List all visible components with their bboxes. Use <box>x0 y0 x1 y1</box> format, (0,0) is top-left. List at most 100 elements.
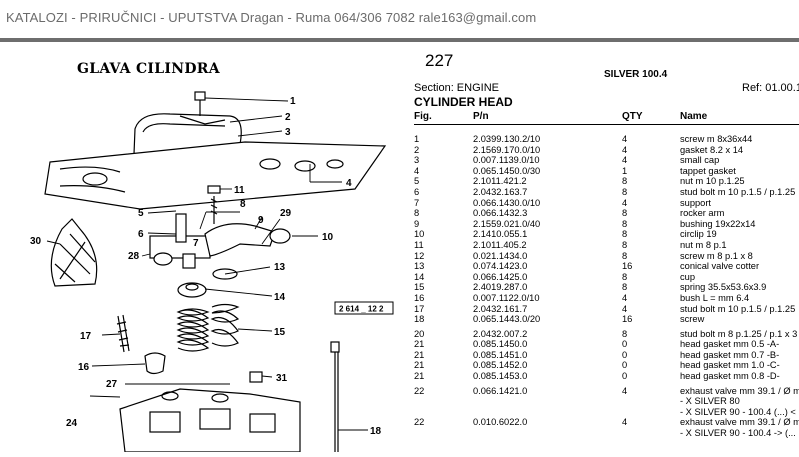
parts-table-header: Fig. P/n QTY Name <box>414 110 799 125</box>
callout-16: 16 <box>78 362 90 373</box>
nut-stud-drawing <box>207 185 221 224</box>
diagram-title: GLAVA CILINDRA <box>77 61 220 77</box>
cell-name: gasket 8.2 x 14 <box>680 144 744 155</box>
cell-name: conical valve cotter <box>680 261 760 272</box>
callout-24: 24 <box>66 418 78 429</box>
cell-fig: 20 <box>414 328 425 339</box>
cell-qty: 8 <box>622 218 628 229</box>
section-title: CYLINDER HEAD <box>414 95 513 109</box>
nut-drawing <box>249 371 263 383</box>
cell-name: support <box>680 197 712 208</box>
rocker-assembly-drawing <box>149 213 291 269</box>
cell-part-number: 2.0399.130.2/10 <box>473 134 541 144</box>
reference-label: Ref: 01.00.1 <box>742 82 799 94</box>
cell-fig: 12 <box>414 250 425 261</box>
cell-name: head gasket mm 0.8 -D- <box>680 371 780 382</box>
section-label: Section: ENGINE <box>414 82 499 94</box>
head-gasket-drawing <box>44 141 387 210</box>
table-row-note: - X SILVER 90 - 100.4 (...) < <box>414 407 799 418</box>
screw-drawing <box>194 91 206 116</box>
cell-name: stud bolt m 8 p.1.25 / p.1 x 3 <box>680 328 798 339</box>
table-row-note: - X SILVER 90 - 100.4 -> (... <box>414 428 799 439</box>
cell-qty: 4 <box>622 134 628 144</box>
cell-note: - X SILVER 90 - 100.4 -> (... <box>680 428 796 439</box>
table-row: 15 2.4019.287.0 8 spring 35.5x53.6x3.9 <box>414 282 799 293</box>
cell-fig: 22 <box>414 417 425 428</box>
cell-qty: 8 <box>622 282 628 293</box>
cell-name: rocker arm <box>680 208 725 219</box>
cell-qty: 1 <box>622 165 628 176</box>
table-row-note: - X SILVER 80 <box>414 396 799 407</box>
exploded-parts-diagram: 2 614 _ 12 2 <box>0 84 400 453</box>
cell-note: - X SILVER 80 <box>680 396 740 407</box>
long-screw-drawing <box>330 341 340 452</box>
table-row: 20 2.0432.007.2 8 stud bolt m 8 p.1.25 / p.… <box>414 329 799 340</box>
cell-part-number: 0.085.1452.0 <box>473 360 528 371</box>
cell-qty: 16 <box>622 314 633 325</box>
cell-fig: 14 <box>414 271 425 282</box>
cell-fig: 10 <box>414 229 425 240</box>
cell-fig: 11 <box>414 239 424 250</box>
cell-part-number: 2.0432.007.2 <box>473 328 528 339</box>
cell-fig: 13 <box>414 261 425 272</box>
cell-qty: 4 <box>622 197 628 208</box>
cell-fig: 21 <box>414 349 425 360</box>
cell-part-number: 0.065.1443.0/20 <box>473 314 541 325</box>
cell-part-number: 2.0432.163.7 <box>473 186 528 197</box>
cell-part-number: 0.085.1450.0 <box>473 339 528 350</box>
cell-fig: 2 <box>414 144 420 155</box>
cell-qty: 8 <box>622 271 628 282</box>
cell-name: stud bolt m 10 p.1.5 / p.1.25 <box>680 186 796 197</box>
cell-part-number: 0.066.1421.0 <box>473 385 528 396</box>
cell-name: screw m 8 p.1 x 8 <box>680 250 753 261</box>
cell-qty: 0 <box>622 349 628 360</box>
cell-note: - X SILVER 90 - 100.4 (...) < <box>680 406 796 417</box>
cell-part-number: 0.065.1450.0/30 <box>473 165 541 176</box>
cell-qty: 4 <box>622 155 628 166</box>
cell-fig: 3 <box>414 155 420 166</box>
cell-name: bushing 19x22x14 <box>680 218 756 229</box>
callout-27: 27 <box>106 379 118 390</box>
page-number: 227 <box>425 51 454 70</box>
cell-part-number: 2.0432.161.7 <box>473 303 528 314</box>
cell-part-number: 0.066.1425.0 <box>473 271 528 282</box>
cell-fig: 16 <box>414 292 425 303</box>
header-part-number: P/n <box>473 111 489 122</box>
cell-fig: 22 <box>414 385 425 396</box>
callout-31: 31 <box>276 373 288 384</box>
callout-3: 3 <box>285 127 291 138</box>
cell-qty: 8 <box>622 328 628 339</box>
cell-qty: 4 <box>622 385 628 396</box>
callout-9: 9 <box>258 215 264 226</box>
cell-part-number: 2.1410.055.1 <box>473 229 528 240</box>
cell-name: nut m 10 p.1.25 <box>680 176 745 187</box>
cell-name: exhaust valve mm 39.1 / Ø m <box>680 417 799 428</box>
callout-7: 7 <box>193 238 199 249</box>
cell-fig: 8 <box>414 208 420 219</box>
cell-part-number: 2.4019.287.0 <box>473 282 528 293</box>
cell-part-number: 0.066.1430.0/10 <box>473 197 541 208</box>
callout-10: 10 <box>322 232 334 243</box>
cell-fig: 18 <box>414 314 425 325</box>
cell-fig: 15 <box>414 282 425 293</box>
cell-name: spring 35.5x53.6x3.9 <box>680 282 767 293</box>
cell-fig: 6 <box>414 186 420 197</box>
cell-part-number: 0.074.1423.0 <box>473 261 528 272</box>
callout-1: 1 <box>290 96 296 107</box>
cell-part-number: 0.085.1451.0 <box>473 349 528 360</box>
callout-5: 5 <box>138 208 144 219</box>
cell-qty: 0 <box>622 371 628 382</box>
cell-part-number: 0.010.6022.0 <box>473 417 528 428</box>
